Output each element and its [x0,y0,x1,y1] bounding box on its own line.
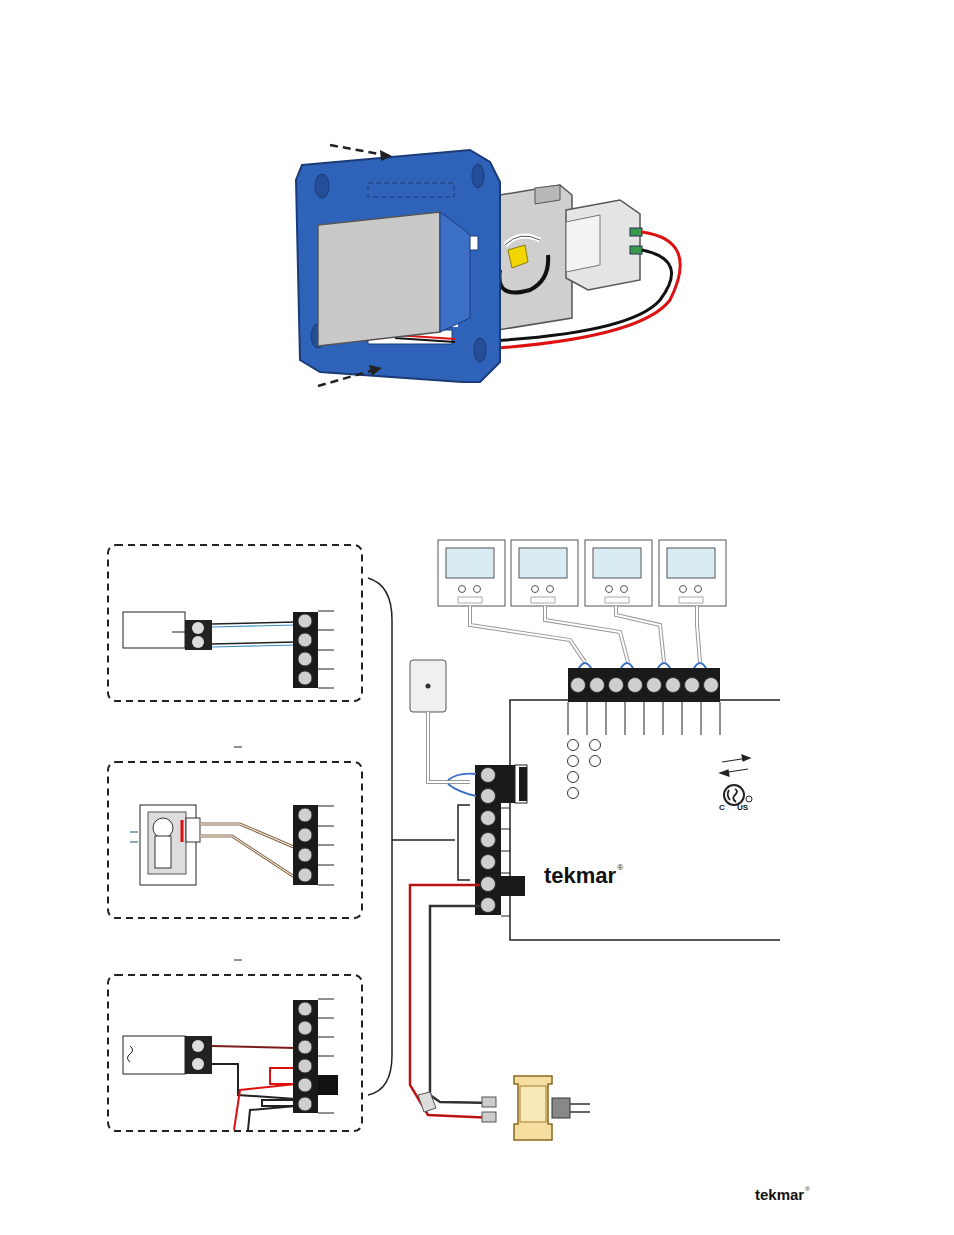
option-2-wiring [130,805,296,885]
controller-top-terminals [568,668,720,735]
csa-mark [724,785,752,805]
option-frames [108,545,362,1131]
option-3-wiring [123,1036,338,1130]
registered-mark: ® [805,1186,809,1192]
controller-outline [510,700,780,940]
mounting-illustration [296,145,680,386]
brand-wordmark: tekmar [544,865,616,887]
thermostats [438,540,726,670]
csa-country-mark: US [737,804,748,812]
transformer [410,885,590,1140]
outdoor-sensor [410,660,476,796]
controller-body: tekmar [510,700,780,940]
status-leds [568,740,601,799]
comm-arrows [720,755,750,776]
option-brace [368,578,392,1095]
option-1-wiring [123,612,296,650]
controller-left-terminals [475,765,527,916]
option-terminal-strips [293,611,334,1113]
csa-country-mark: C [719,804,725,812]
registered-mark: ® [617,864,623,872]
brand-wordmark: tekmar [755,1187,804,1202]
